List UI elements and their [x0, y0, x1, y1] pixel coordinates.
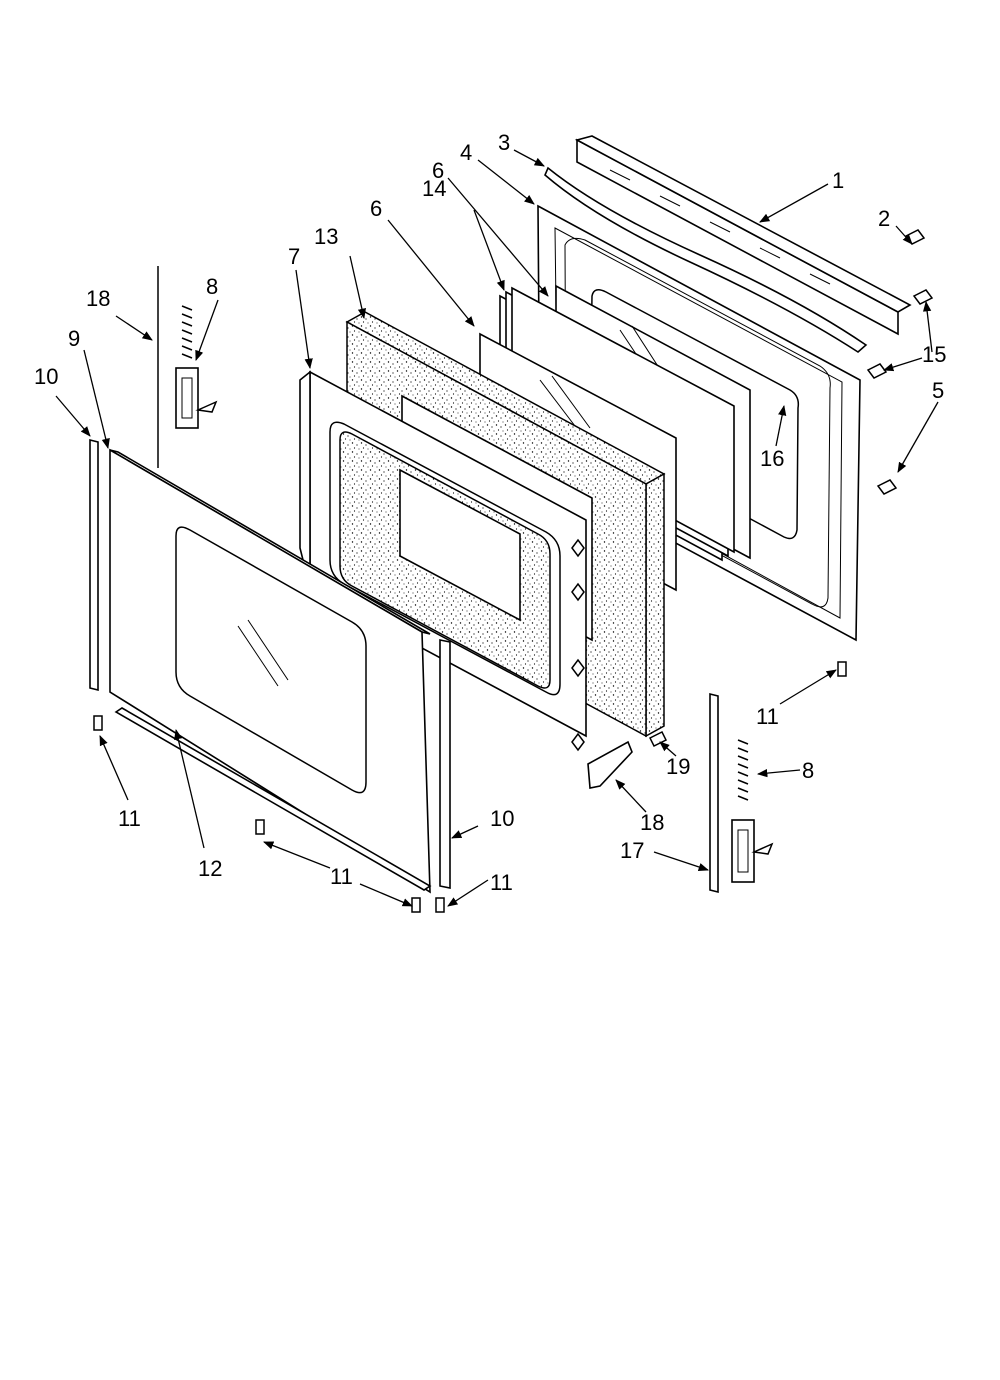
vent-trim-part [574, 135, 912, 336]
callout-13: 13 [314, 224, 338, 249]
callout-6b: 6 [370, 196, 382, 221]
callout-16: 16 [760, 446, 784, 471]
callout-7: 7 [288, 244, 300, 269]
callout-19: 19 [666, 754, 690, 779]
callout-11c: 11 [490, 870, 513, 895]
right-hinge-part [731, 739, 774, 883]
leader-lines [55, 149, 939, 907]
callout-15: 15 [922, 342, 946, 367]
callout-11a: 11 [118, 806, 141, 831]
callout-10b: 10 [490, 806, 514, 831]
callout-8b: 8 [802, 758, 814, 783]
outer-door-panel-part [109, 448, 431, 894]
hinge-receiver-part [709, 692, 719, 894]
callout-labels: 1 2 3 4 5 6 6 7 8 8 9 10 10 11 11 11 11 … [34, 130, 946, 895]
callout-9: 9 [68, 326, 80, 351]
left-side-trim-part [89, 438, 99, 692]
bottom-trim-part [114, 707, 432, 891]
vent-baffle-part [544, 166, 868, 353]
callout-14: 14 [422, 176, 446, 201]
callout-11d: 11 [756, 704, 779, 729]
callout-6a: 6 [432, 158, 444, 183]
callout-3: 3 [498, 130, 510, 155]
hinge-bracket-part [587, 740, 633, 789]
callout-11b: 11 [330, 864, 353, 889]
callout-1: 1 [832, 168, 844, 193]
callout-5: 5 [932, 378, 944, 403]
callout-2: 2 [878, 206, 890, 231]
callout-17: 17 [620, 838, 644, 863]
door-liner-part [299, 370, 587, 752]
right-side-trim-part [439, 639, 451, 889]
callout-18a: 18 [86, 286, 110, 311]
callout-8a: 8 [206, 274, 218, 299]
callout-18b: 18 [640, 810, 664, 835]
callout-10a: 10 [34, 364, 58, 389]
left-hinge-part [175, 305, 218, 429]
callout-4: 4 [460, 140, 472, 165]
callout-12: 12 [198, 856, 222, 881]
